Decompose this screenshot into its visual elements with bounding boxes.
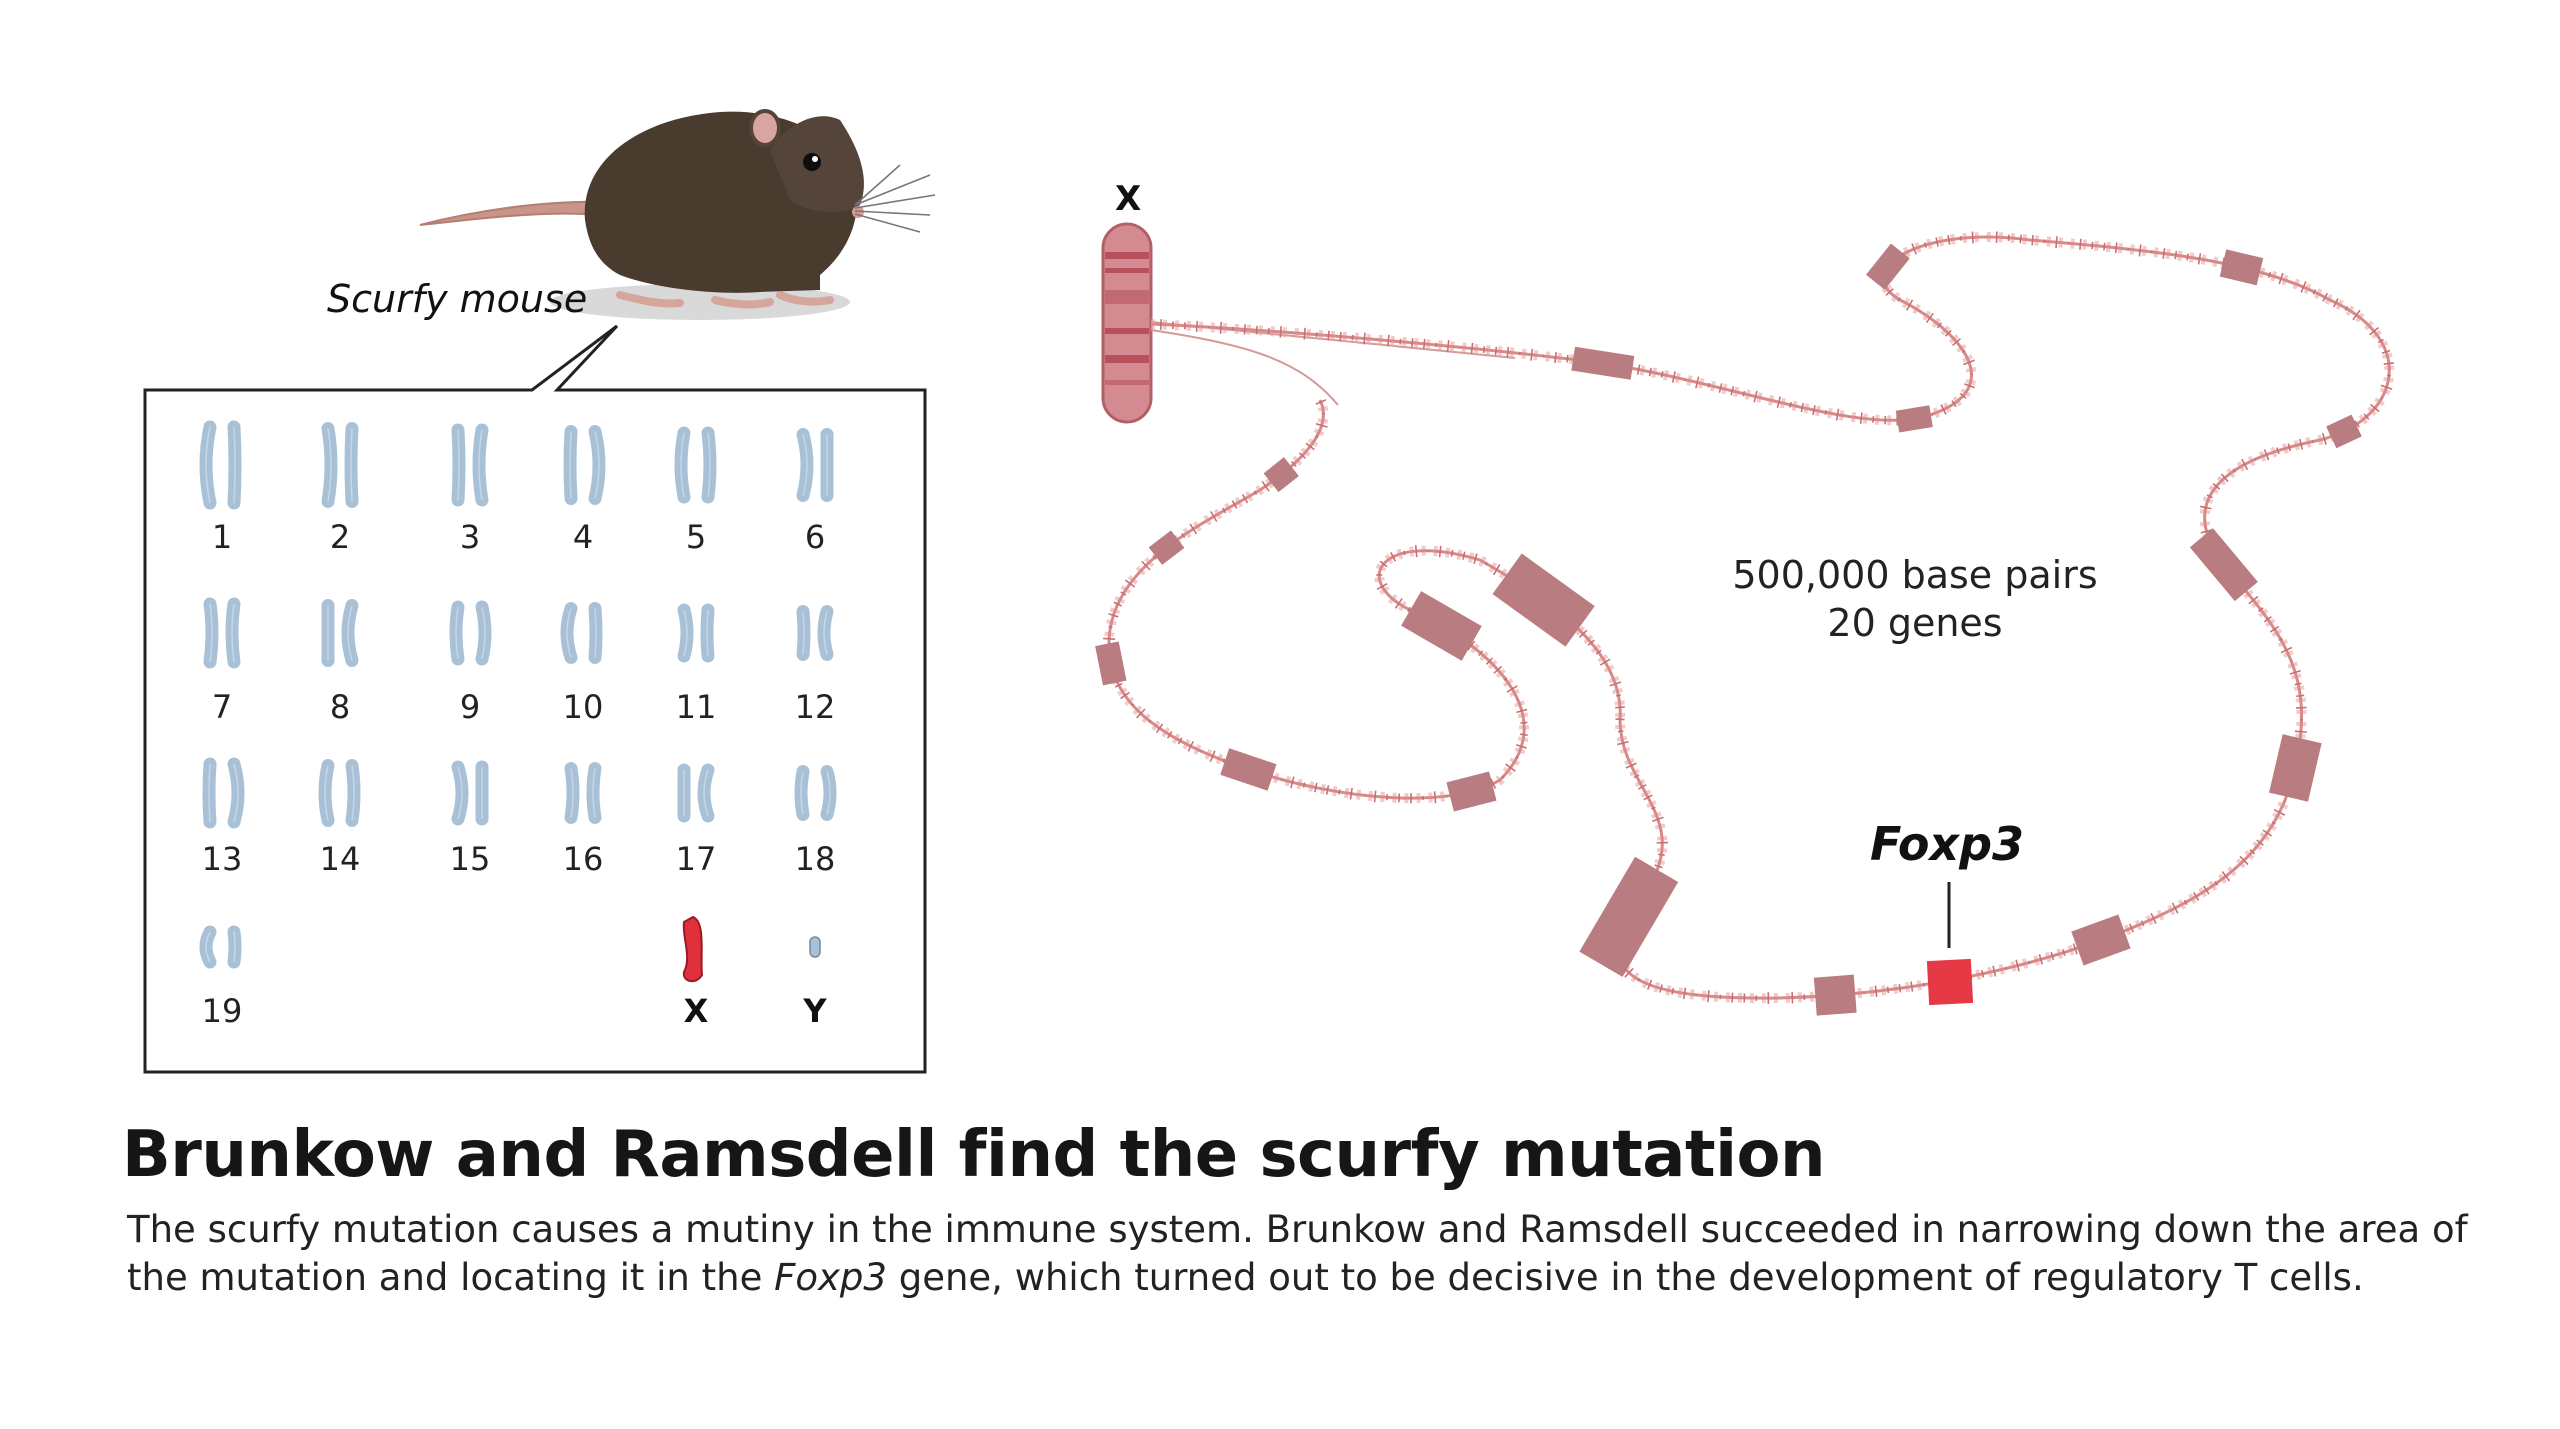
chromosome-label-17: 17 — [676, 840, 717, 878]
base-pairs-label: 500,000 base pairs — [1732, 553, 2097, 597]
chromosome-pair-11 — [677, 603, 715, 663]
chromosome-label-10: 10 — [563, 688, 604, 726]
gene-block — [1220, 748, 1277, 791]
chromosome-label-18: 18 — [795, 840, 836, 878]
chromosome-label-16: 16 — [563, 840, 604, 878]
chromosome-pair-14 — [318, 759, 361, 827]
chromosome-pair-10 — [560, 602, 603, 664]
gene-blocks — [1095, 243, 2362, 1016]
chromosome-pair-3 — [451, 423, 489, 507]
gene-block — [2326, 414, 2362, 449]
caption-part-2: gene, which turned out to be decisive in… — [886, 1256, 2364, 1299]
chromosome-pair-4 — [563, 425, 606, 505]
x-chromosome — [1101, 222, 1153, 424]
gene-block — [1095, 641, 1127, 686]
chromosome-label-19: 19 — [202, 992, 243, 1030]
karyotype-box — [143, 324, 927, 1074]
chromosome-label-7: 7 — [212, 688, 232, 726]
caption-gene-name: Foxp3 — [774, 1256, 887, 1299]
mouse-label: Scurfy mouse — [327, 277, 587, 321]
gene-block — [1571, 346, 1635, 380]
foxp3-gene-block — [1926, 958, 1974, 1006]
chromosome-label-x: X — [684, 992, 709, 1030]
gene-block — [2219, 249, 2264, 286]
chromosome-label-9: 9 — [460, 688, 480, 726]
gene-block — [2269, 734, 2322, 802]
gene-block — [1263, 457, 1299, 493]
chromosome-pair-16 — [564, 762, 602, 824]
chromosome-pair-5 — [674, 426, 717, 504]
chromosome-pair-2 — [321, 422, 359, 508]
chromosome-pair-12 — [796, 605, 834, 661]
gene-block — [1895, 405, 1933, 433]
chromosome-pair-9 — [449, 600, 492, 666]
gene-block — [1492, 553, 1595, 647]
chromosome-label-5: 5 — [686, 518, 706, 556]
caption-part-1: The scurfy mutation causes a mutiny in t… — [127, 1208, 2468, 1299]
chromosome-label-8: 8 — [330, 688, 350, 726]
mouse-illustration — [419, 109, 936, 320]
gene-block — [1865, 243, 1910, 290]
gene-block — [1813, 974, 1857, 1016]
chromosome-label-12: 12 — [795, 688, 836, 726]
chromosome-label-2: 2 — [330, 518, 350, 556]
foxp3-label: Foxp3 — [1870, 817, 2024, 871]
chromosome-label-1: 1 — [212, 518, 232, 556]
chromosome-label-15: 15 — [450, 840, 491, 878]
chromosome-pair-17 — [677, 763, 715, 823]
chromosome-pair-19 — [199, 925, 242, 969]
gene-block — [1446, 771, 1497, 812]
chromosome-pair-15 — [451, 760, 489, 826]
gene-count-label: 20 genes — [1827, 601, 2002, 645]
page-title: Brunkow and Ramsdell find the scurfy mut… — [122, 1118, 1826, 1192]
chromosome-pair-18 — [794, 765, 837, 821]
x-chromosome-label: X — [1115, 179, 1141, 219]
chromosome-pair-13 — [202, 757, 245, 829]
chromosome-pair-6 — [796, 428, 834, 502]
chromosome-label-6: 6 — [805, 518, 825, 556]
chromosome-label-4: 4 — [573, 518, 593, 556]
chromosome-pair-8 — [321, 599, 359, 667]
gene-block — [1401, 591, 1482, 661]
chromosome-pair-1 — [199, 420, 242, 510]
chromosome-label-y: Y — [802, 992, 827, 1030]
caption: The scurfy mutation causes a mutiny in t… — [127, 1206, 2507, 1302]
gene-block — [1148, 530, 1185, 565]
chromosome-pair-x — [682, 915, 704, 983]
chromosome-label-11: 11 — [676, 688, 717, 726]
gene-block — [2189, 528, 2258, 602]
chromosome-label-13: 13 — [202, 840, 243, 878]
gene-block — [1579, 856, 1679, 977]
chromosome-pair-y — [809, 936, 821, 958]
chromosome-label-14: 14 — [320, 840, 361, 878]
dna-strand — [1103, 231, 2395, 1004]
gene-block — [2071, 914, 2131, 966]
chromosome-label-3: 3 — [460, 518, 480, 556]
chromosome-pair-7 — [203, 597, 241, 669]
